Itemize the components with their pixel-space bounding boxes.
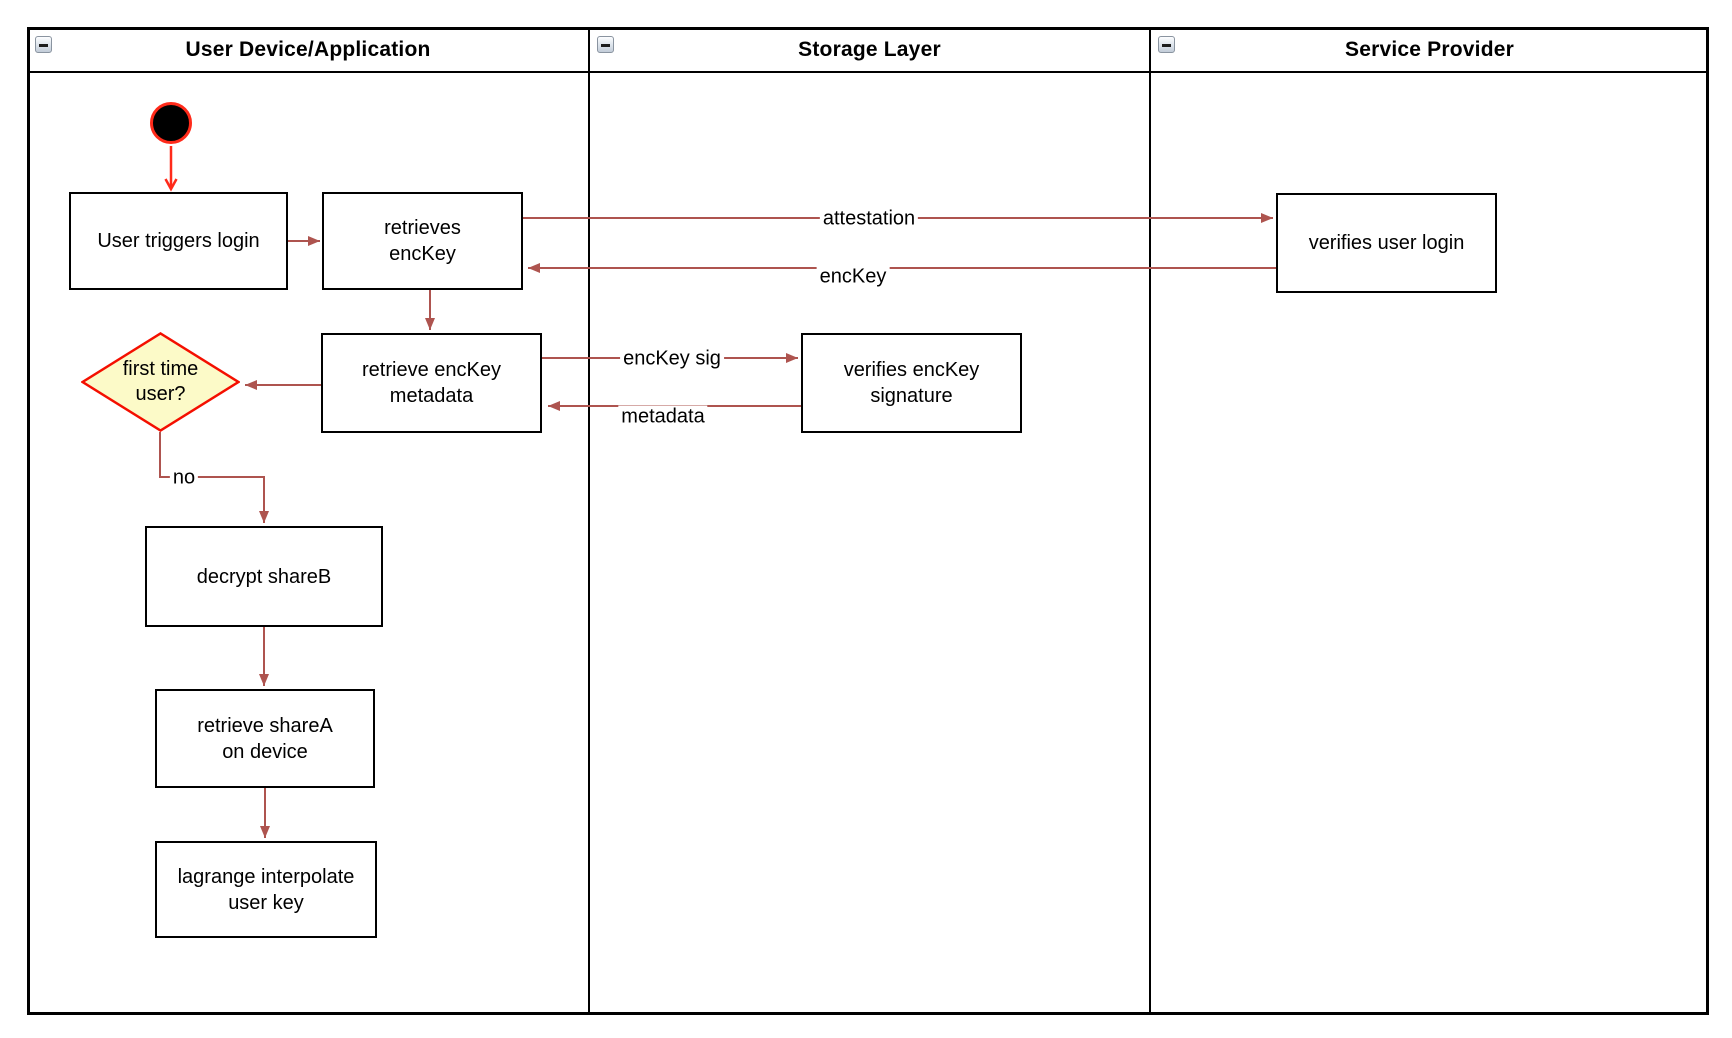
lane-title: Storage Layer [798, 38, 941, 61]
lane-header-service-provider: Service Provider [1150, 27, 1709, 73]
node-label: retrieve shareA on device [197, 714, 333, 763]
node-label: User triggers login [97, 230, 260, 252]
node-retrieve-sharea[interactable]: retrieve shareA on device [155, 689, 375, 788]
edge-label-attestation: attestation [819, 207, 919, 231]
lane-header-underline [27, 71, 1709, 73]
node-label: first time user? [122, 358, 199, 405]
collapse-icon[interactable] [597, 36, 614, 53]
node-verifies-enckey-signature[interactable]: verifies encKey signature [801, 333, 1022, 433]
node-first-time-user[interactable]: first time user? [81, 332, 240, 432]
node-retrieves-enckey[interactable]: retrieves encKey [322, 192, 523, 290]
node-decrypt-shareb[interactable]: decrypt shareB [145, 526, 383, 627]
diamond-shape [81, 332, 240, 432]
lane-header-user-device: User Device/Application [27, 27, 589, 73]
node-user-triggers-login[interactable]: User triggers login [69, 192, 288, 290]
collapse-icon[interactable] [1158, 36, 1175, 53]
node-verifies-user-login[interactable]: verifies user login [1276, 193, 1497, 293]
lane-header-storage-layer: Storage Layer [589, 27, 1150, 73]
node-label: verifies user login [1308, 232, 1465, 254]
edge-label-metadata: metadata [618, 405, 708, 429]
initial-node[interactable] [150, 102, 192, 144]
node-label: retrieve encKey metadata [362, 359, 501, 407]
lane-title: Service Provider [1345, 38, 1514, 61]
edge-label-no: no [169, 466, 199, 490]
node-retrieve-enckey-metadata[interactable]: retrieve encKey metadata [321, 333, 542, 433]
edge-label-enckey: encKey [816, 265, 890, 289]
lane-divider [1149, 27, 1151, 1015]
edge-label-enckey-sig: encKey sig [620, 347, 724, 371]
collapse-icon[interactable] [35, 36, 52, 53]
node-label: decrypt shareB [196, 565, 332, 588]
node-lagrange-interpolate[interactable]: lagrange interpolate user key [155, 841, 377, 938]
pool-frame [27, 27, 1709, 1015]
lane-title: User Device/Application [185, 38, 431, 61]
node-label: retrieves encKey [384, 217, 461, 265]
node-label: lagrange interpolate user key [177, 865, 355, 914]
node-label: verifies encKey signature [843, 359, 980, 407]
lane-divider [588, 27, 590, 1015]
